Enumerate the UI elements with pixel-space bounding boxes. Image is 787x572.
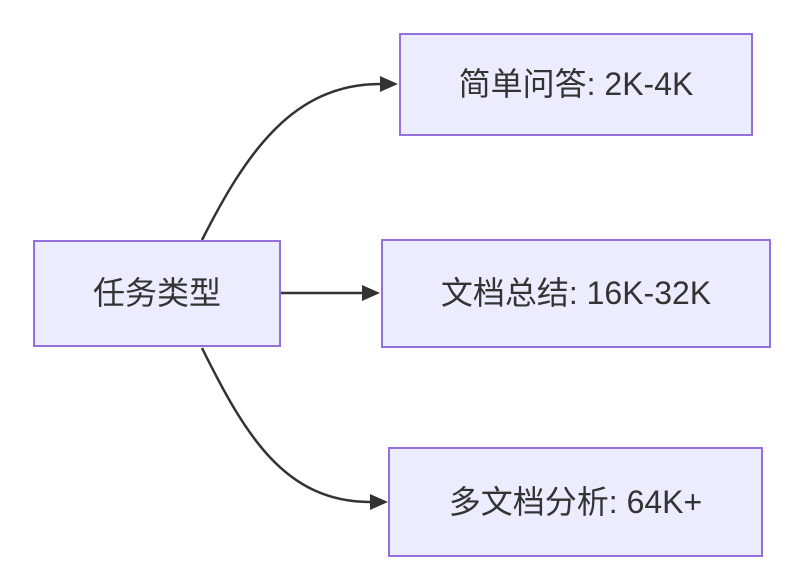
node-doc-summary-label: 文档总结: 16K-32K xyxy=(440,275,712,312)
node-multi-doc-analysis: 多文档分析: 64K+ xyxy=(388,447,763,557)
node-task-type-label: 任务类型 xyxy=(92,275,221,312)
node-multi-doc-analysis-label: 多文档分析: 64K+ xyxy=(448,483,703,520)
node-task-type: 任务类型 xyxy=(33,240,281,347)
node-simple-qa: 简单问答: 2K-4K xyxy=(399,33,753,136)
node-doc-summary: 文档总结: 16K-32K xyxy=(381,239,771,348)
edge-task-type-to-simple-qa xyxy=(200,76,398,241)
edge-task-type-to-multi-doc xyxy=(200,347,388,510)
node-simple-qa-label: 简单问答: 2K-4K xyxy=(458,66,694,103)
